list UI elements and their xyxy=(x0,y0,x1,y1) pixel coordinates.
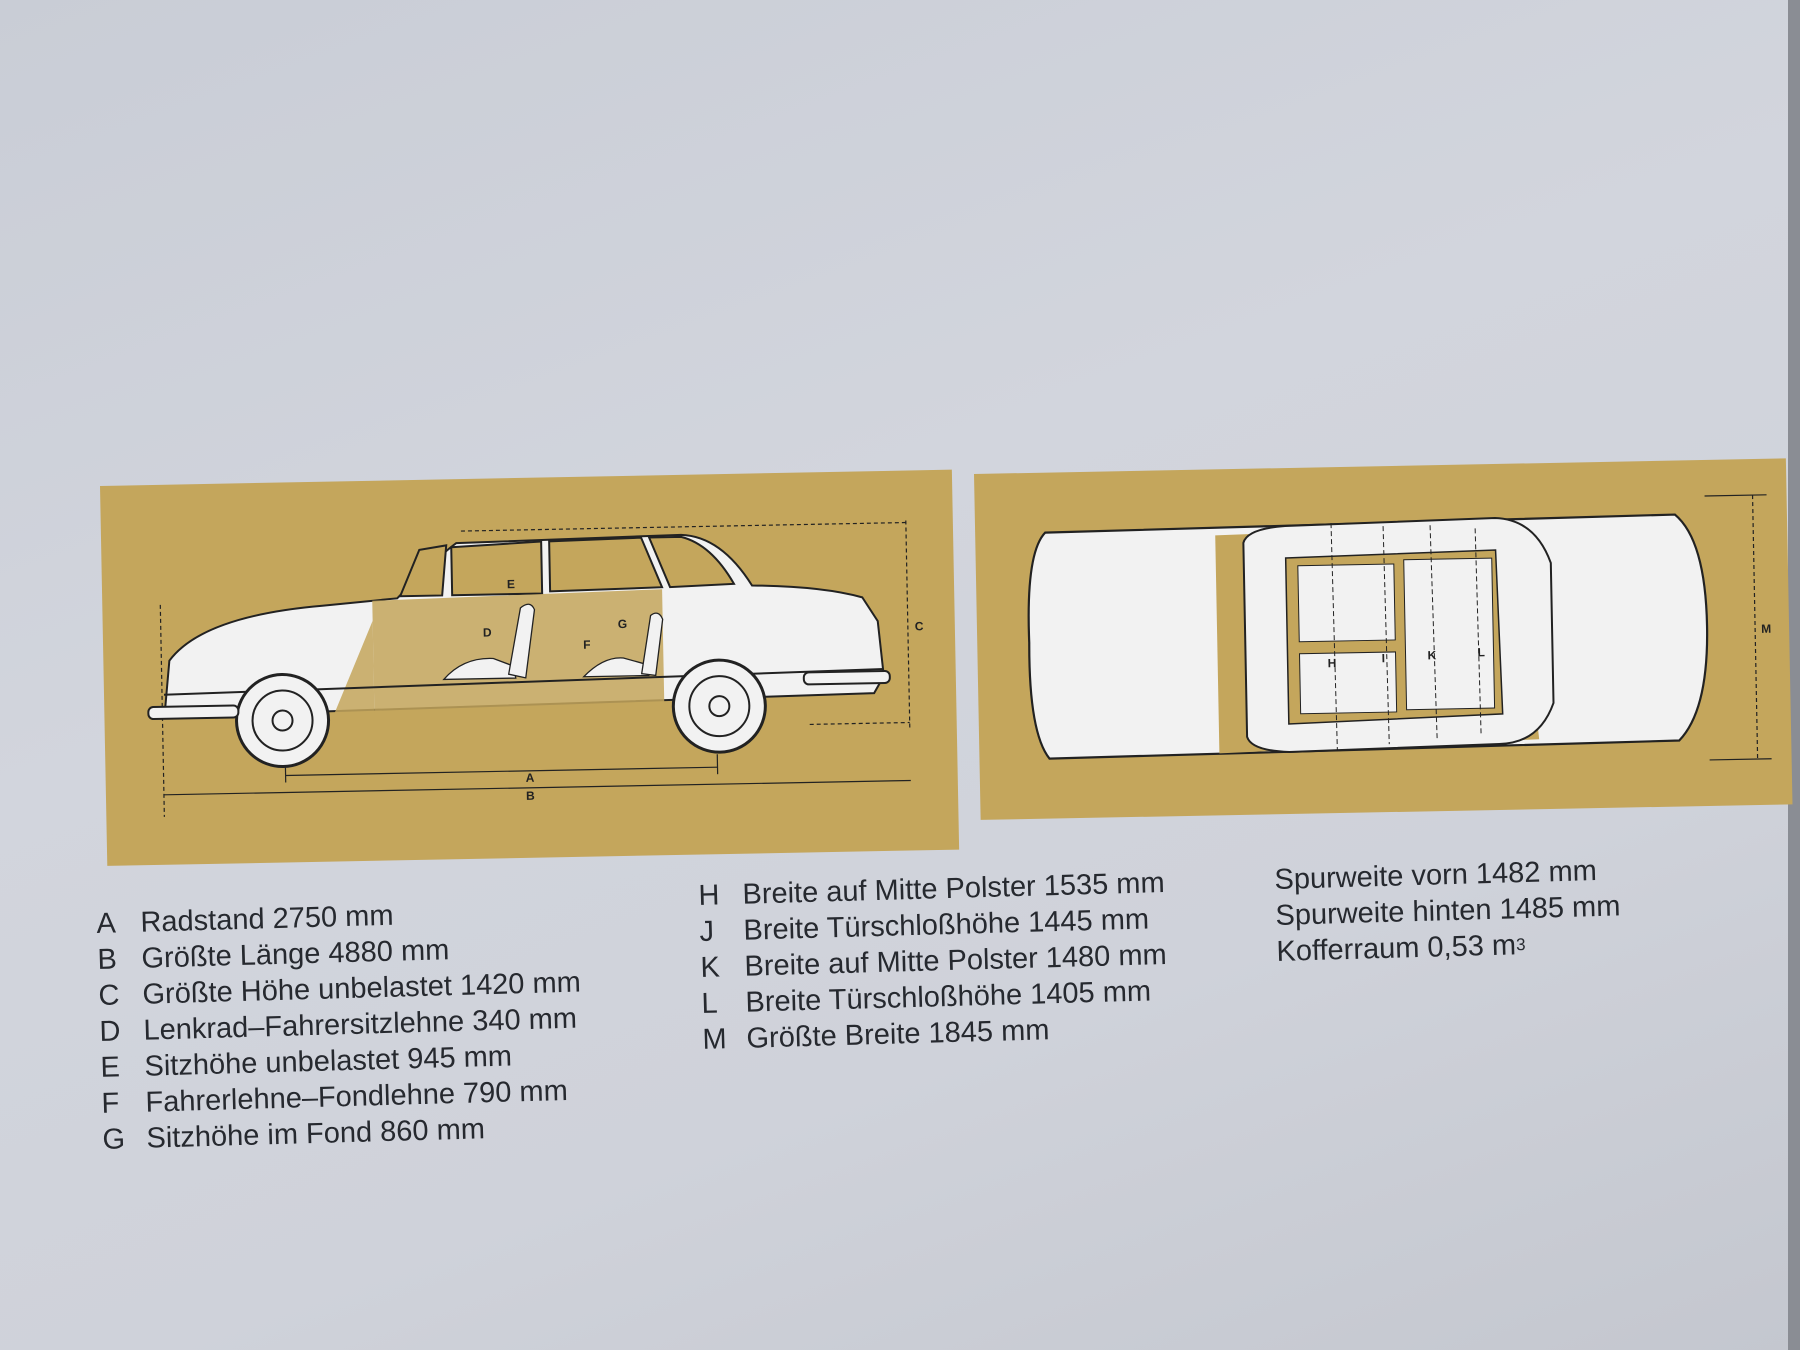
dim-label-i: I xyxy=(1381,651,1385,665)
side-view-diagram: A B C D E F G xyxy=(100,469,960,866)
spec-list-misc: Spurweite vorn 1482 mm Spurweite hinten … xyxy=(1274,852,1622,970)
spec-key: C xyxy=(98,979,120,1012)
top-view-drawing: H I K L M xyxy=(1027,494,1772,761)
dim-label-k: K xyxy=(1427,648,1436,662)
spec-key: B xyxy=(97,943,118,976)
page-edge xyxy=(1788,0,1800,1350)
side-view-drawing: A B C D E F G xyxy=(147,520,924,817)
spec-text: Kofferraum 0,53 m xyxy=(1276,929,1517,968)
top-dimension-lines xyxy=(1704,494,1772,761)
dim-label-b: B xyxy=(526,789,535,803)
spec-key: M xyxy=(702,1023,728,1056)
spec-key: L xyxy=(701,987,719,1020)
spec-key: D xyxy=(99,1015,121,1048)
dim-label-e: E xyxy=(507,577,515,591)
dim-label-g: G xyxy=(618,617,628,631)
dim-label-a: A xyxy=(526,771,535,785)
spec-text: Größte Breite 1845 mm xyxy=(746,1014,1050,1055)
wheels xyxy=(235,658,767,769)
seats xyxy=(442,603,664,681)
dim-label-c: C xyxy=(915,619,924,633)
spec-key: A xyxy=(96,907,117,940)
dim-label-d: D xyxy=(483,626,492,640)
dim-label-h: H xyxy=(1328,656,1337,670)
spec-key: K xyxy=(700,951,721,984)
spec-key: F xyxy=(101,1087,120,1120)
dim-label-l: L xyxy=(1477,645,1485,659)
spec-key: J xyxy=(699,915,715,948)
spec-superscript: 3 xyxy=(1515,935,1526,955)
spec-key: G xyxy=(102,1123,126,1156)
spec-key: H xyxy=(698,879,720,912)
top-view-diagram: H I K L M xyxy=(974,458,1793,820)
dim-label-f: F xyxy=(583,638,591,652)
dim-label-m: M xyxy=(1761,622,1771,636)
width-lines xyxy=(1330,523,1482,752)
bumpers xyxy=(147,669,891,721)
spec-key: E xyxy=(100,1051,121,1084)
car-top-body xyxy=(1027,513,1709,760)
